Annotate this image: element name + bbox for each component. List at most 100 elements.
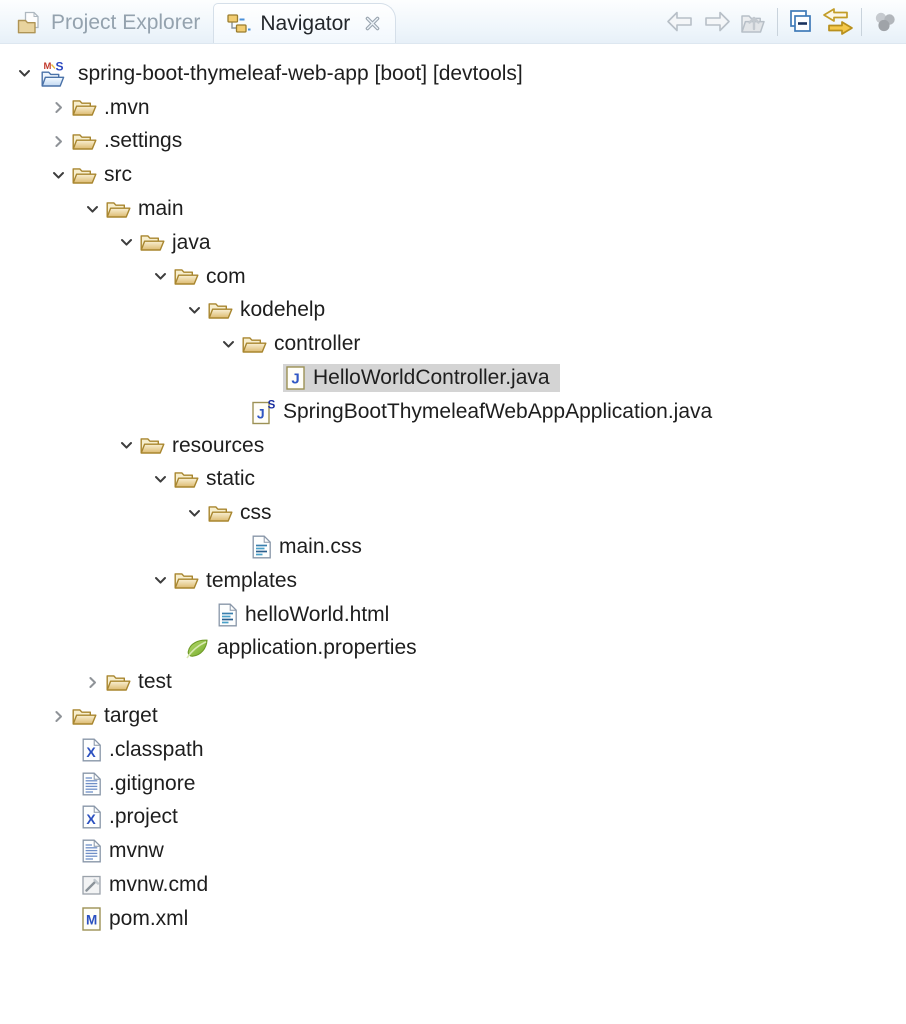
tree-item-label: resources — [172, 433, 265, 457]
tree-row-helloworld-html[interactable]: helloWorld.html — [0, 598, 906, 632]
tree-item-label: mvnw — [109, 839, 164, 863]
tree-row-test[interactable]: test — [0, 665, 906, 699]
tree-item-label: .classpath — [109, 737, 204, 761]
tree-row-main-css[interactable]: main.css — [0, 530, 906, 564]
tab-navigator-label: Navigator — [260, 11, 351, 35]
text-file-icon — [82, 839, 102, 863]
link-with-editor-icon — [820, 7, 856, 37]
tree-item-label: HelloWorldController.java — [313, 366, 550, 390]
tab-project-explorer-label: Project Explorer — [51, 11, 201, 34]
tree-row-controller[interactable]: controller — [0, 327, 906, 361]
chevron-down-icon[interactable] — [149, 472, 171, 487]
back-icon — [664, 9, 696, 35]
tree-row-resources[interactable]: resources — [0, 429, 906, 463]
folder-icon — [72, 98, 97, 117]
tree-item-label: helloWorld.html — [245, 602, 390, 626]
tree-item-label: templates — [206, 568, 298, 592]
chevron-down-icon[interactable] — [217, 337, 239, 352]
tree-row-mvnw[interactable]: mvnw — [0, 834, 906, 868]
tree-row-gitignore[interactable]: .gitignore — [0, 767, 906, 801]
toolbar-separator — [777, 7, 778, 36]
tree-item-label: main — [138, 197, 184, 221]
tree-item-label: com — [206, 264, 246, 288]
close-icon[interactable] — [363, 14, 382, 33]
tab-navigator[interactable]: Navigator — [213, 3, 397, 43]
tree-row-src[interactable]: src — [0, 158, 906, 192]
svg-text:J: J — [257, 405, 265, 421]
collapse-all-icon — [785, 8, 817, 36]
tree-item-label: spring-boot-thymeleaf-web-app [boot] [de… — [78, 61, 523, 85]
chevron-down-icon[interactable] — [81, 202, 103, 217]
xml-file-icon: X — [82, 738, 102, 762]
chevron-right-icon[interactable] — [47, 134, 69, 149]
folder-icon — [140, 233, 165, 252]
chevron-down-icon[interactable] — [13, 66, 35, 81]
tree-row-templates[interactable]: templates — [0, 564, 906, 598]
spring-leaf-icon — [184, 638, 210, 659]
view-menu-icon — [870, 9, 900, 35]
web-file-icon — [252, 535, 272, 559]
chevron-down-icon[interactable] — [115, 438, 137, 453]
tree-row-main[interactable]: main — [0, 192, 906, 226]
tree-row-project[interactable]: X.project — [0, 801, 906, 835]
tree-item-label: SpringBootThymeleafWebAppApplication.jav… — [283, 399, 713, 423]
collapse-all-button[interactable] — [784, 7, 818, 37]
svg-text:M: M — [44, 61, 52, 72]
chevron-down-icon[interactable] — [149, 573, 171, 588]
view-menu-button[interactable] — [868, 7, 902, 37]
chevron-down-icon[interactable] — [183, 506, 205, 521]
svg-text:S: S — [268, 399, 276, 411]
folder-icon — [174, 470, 199, 489]
svg-text:J: J — [291, 371, 299, 388]
tree-row-settings[interactable]: .settings — [0, 125, 906, 159]
tree-row-css[interactable]: css — [0, 496, 906, 530]
link-with-editor-button[interactable] — [821, 7, 855, 37]
tree-row-helloworldcontroller-java[interactable]: J HelloWorldController.java — [0, 361, 906, 395]
xml-file-icon: X — [82, 805, 102, 829]
tree-item-label: css — [240, 501, 272, 525]
chevron-right-icon[interactable] — [47, 100, 69, 115]
folder-icon — [208, 301, 233, 320]
chevron-down-icon[interactable] — [115, 235, 137, 250]
tree-row-static[interactable]: static — [0, 463, 906, 497]
tree-item-label: java — [172, 230, 211, 254]
view-toolbar — [663, 7, 906, 37]
svg-text:X: X — [86, 744, 96, 760]
folder-icon — [72, 166, 97, 185]
tab-project-explorer[interactable]: Project Explorer — [4, 3, 213, 43]
up-button[interactable] — [737, 7, 771, 37]
folder-icon — [174, 571, 199, 590]
back-button[interactable] — [663, 7, 697, 37]
tree-row-application-properties[interactable]: application.properties — [0, 632, 906, 666]
svg-text:M: M — [86, 912, 97, 927]
folder-icon — [140, 436, 165, 455]
chevron-right-icon[interactable] — [81, 675, 103, 690]
tree-item-label: mvnw.cmd — [109, 873, 209, 897]
chevron-down-icon[interactable] — [149, 269, 171, 284]
cmd-file-icon — [82, 873, 102, 897]
tree-row-target[interactable]: target — [0, 699, 906, 733]
tree-item-label: controller — [274, 332, 361, 356]
tree-item-label: pom.xml — [109, 906, 189, 930]
up-icon — [738, 8, 770, 36]
java-file-icon: J — [286, 366, 306, 390]
chevron-right-icon[interactable] — [47, 709, 69, 724]
tree-row-kodehelp[interactable]: kodehelp — [0, 294, 906, 328]
tree-row-classpath[interactable]: X .classpath — [0, 733, 906, 767]
web-file-icon — [218, 603, 238, 627]
view-tab-bar: Project Explorer Navigator — [0, 0, 906, 44]
chevron-down-icon[interactable] — [183, 303, 205, 318]
forward-button[interactable] — [700, 7, 734, 37]
folder-icon — [174, 267, 199, 286]
tree-row-com[interactable]: com — [0, 260, 906, 294]
tree-row-mvn[interactable]: .mvn — [0, 91, 906, 125]
tree-row-mvnw-cmd[interactable]: mvnw.cmd — [0, 868, 906, 902]
tree-row-java[interactable]: java — [0, 226, 906, 260]
folder-icon — [106, 673, 131, 692]
chevron-down-icon[interactable] — [47, 168, 69, 183]
tree-item-label: application.properties — [217, 636, 417, 660]
